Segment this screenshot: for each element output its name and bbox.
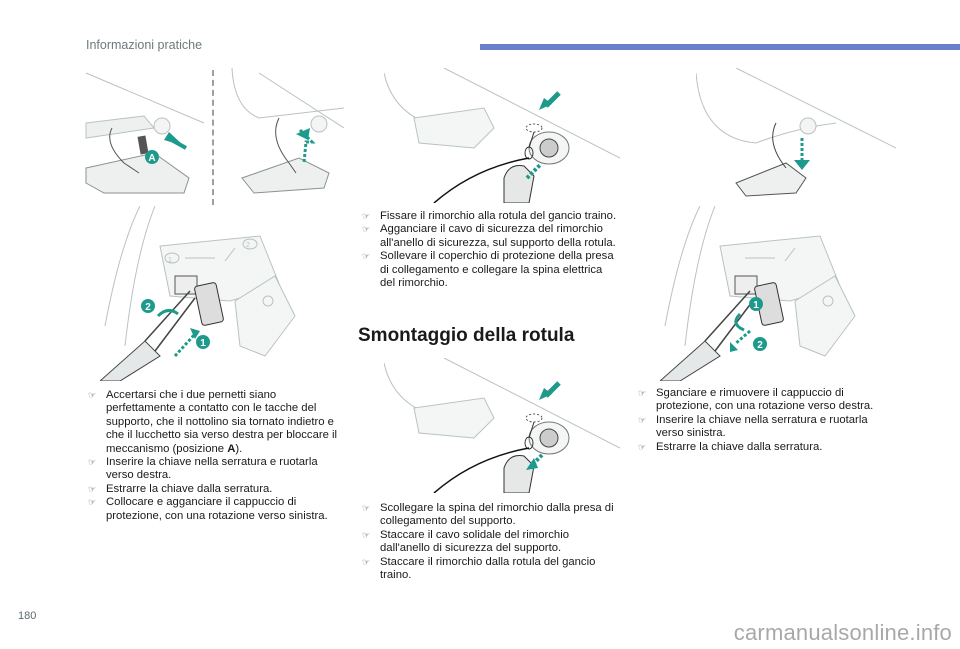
right-instructions: ☞ Sganciare e rimuovere il cappuccio di … bbox=[638, 387, 898, 454]
list-item: ☞ Agganciare il cavo di sicurezza del ri… bbox=[362, 223, 616, 249]
pointing-hand-icon: ☞ bbox=[362, 503, 371, 513]
pointing-hand-icon: ☞ bbox=[362, 251, 371, 262]
pointing-hand-icon: ☞ bbox=[88, 483, 97, 494]
section-title: Smontaggio della rotula bbox=[358, 325, 575, 346]
watermark-link[interactable]: carmanualsonline.info bbox=[733, 620, 952, 645]
left-instructions: ☞ Accertarsi che i due pernetti siano pe… bbox=[88, 389, 348, 523]
position-a-badge bbox=[145, 150, 159, 164]
pointing-hand-icon: ☞ bbox=[362, 529, 371, 540]
middle-instructions-attach: ☞ Fissare il rimorchio alla rotula del g… bbox=[362, 210, 620, 290]
list-item: ☞ Estrarre la chiave dalla serratura. bbox=[88, 482, 273, 495]
list-item: ☞ Sollevare il coperchio di protezione d… bbox=[362, 250, 614, 290]
list-item: ☞ Scollegare la spina del rimorchio dall… bbox=[362, 502, 614, 528]
release-step-2-badge bbox=[753, 337, 767, 351]
middle-instructions-detach: ☞ Scollegare la spina del rimorchio dall… bbox=[362, 502, 620, 582]
pointing-hand-icon: ☞ bbox=[88, 457, 97, 468]
page-number: 180 bbox=[18, 610, 37, 622]
step-2-badge bbox=[141, 299, 155, 313]
list-item: ☞ Fissare il rimorchio alla rotula del g… bbox=[362, 210, 617, 222]
step-1-label: 1 bbox=[200, 338, 206, 349]
release-step-1-label: 1 bbox=[753, 300, 759, 311]
rotate-arrow-icon bbox=[156, 309, 179, 318]
counter-rotate-arrow-icon bbox=[734, 312, 745, 332]
illustration-lock-position: A bbox=[84, 68, 344, 203]
illustration-key-release: 1 2 bbox=[660, 206, 860, 381]
step-2-label: 2 bbox=[145, 302, 151, 313]
pointing-hand-icon: ☞ bbox=[88, 497, 97, 508]
pointing-hand-icon: ☞ bbox=[362, 211, 371, 221]
list-item: ☞ Inserire la chiave nella serratura e r… bbox=[88, 456, 318, 482]
pointing-hand-icon: ☞ bbox=[638, 388, 647, 398]
section-header-title: Informazioni pratiche bbox=[86, 38, 203, 52]
list-item: ☞ Inserire la chiave nella serratura e r… bbox=[638, 413, 868, 440]
list-item: ☞ Collocare e agganciare il cappuccio di… bbox=[88, 496, 328, 522]
pointing-hand-icon: ☞ bbox=[362, 556, 371, 567]
illustration-detach-trailer bbox=[384, 358, 620, 493]
list-item: ☞ Accertarsi che i due pernetti siano pe… bbox=[88, 389, 338, 455]
plug-in-arrow-icon bbox=[525, 162, 543, 180]
pointing-hand-icon: ☞ bbox=[638, 414, 647, 425]
position-a-ref: A bbox=[227, 442, 236, 455]
pointing-hand-icon: ☞ bbox=[638, 441, 647, 452]
illustration-key-insert: 1 2 2 1 bbox=[100, 206, 300, 381]
list-item: ☞ Staccare il cavo solidale del rimorchi… bbox=[362, 528, 569, 555]
insert-arrow-icon bbox=[173, 332, 197, 358]
pointing-hand-icon: ☞ bbox=[88, 390, 97, 400]
release-step-2-label: 2 bbox=[757, 340, 763, 351]
list-item: ☞ Estrarre la chiave dalla serratura. bbox=[638, 440, 823, 453]
header-accent-bar bbox=[480, 44, 960, 50]
panel-symbol-2: 2 bbox=[246, 242, 250, 249]
illustration-divider bbox=[212, 70, 214, 205]
position-a-label: A bbox=[148, 153, 155, 164]
withdraw-arrow-icon bbox=[734, 329, 751, 346]
release-step-1-badge bbox=[749, 297, 763, 311]
illustration-remove-cap bbox=[696, 68, 896, 198]
list-item: ☞ Sganciare e rimuovere il cappuccio di … bbox=[638, 387, 874, 413]
panel-symbol-1: 1 bbox=[168, 257, 172, 264]
step-1-badge bbox=[196, 335, 210, 349]
pointing-hand-icon: ☞ bbox=[362, 224, 371, 235]
illustration-attach-trailer bbox=[384, 68, 620, 203]
list-item: ☞ Staccare il rimorchio dalla rotula del… bbox=[362, 555, 596, 582]
